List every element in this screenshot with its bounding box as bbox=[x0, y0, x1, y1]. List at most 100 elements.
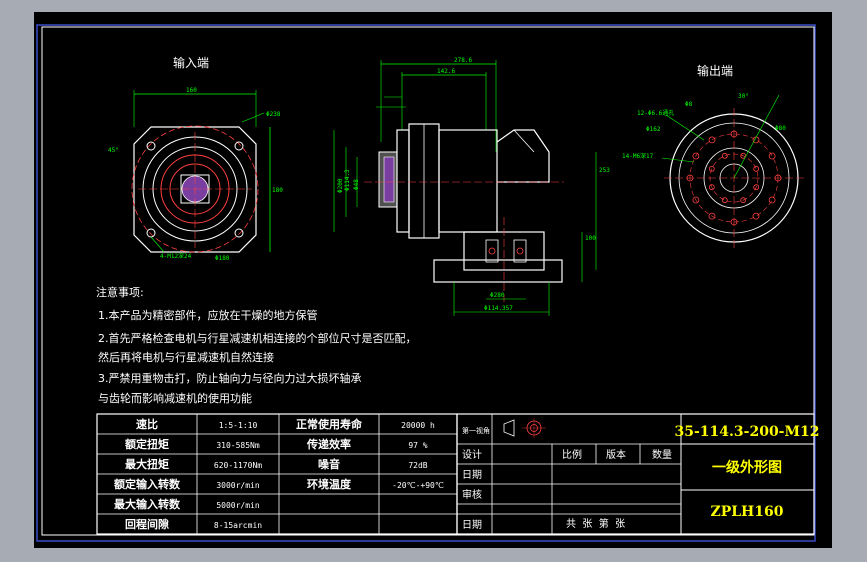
dim-front-mount: 100 bbox=[585, 235, 596, 242]
tapped-hole bbox=[753, 165, 760, 172]
dim-input-angle: 45° bbox=[108, 147, 119, 154]
spec-label-2: 噪音 bbox=[318, 457, 340, 471]
note-line-4: 3.严禁用重物击打，防止轴向力与径向力过大损坏轴承 bbox=[98, 371, 362, 385]
dim-front-base1: Φ280 bbox=[490, 292, 505, 299]
bolt-hole bbox=[752, 212, 760, 220]
dim-front-pcd: Φ200 bbox=[337, 178, 344, 193]
input-end-label: 输入端 bbox=[173, 55, 209, 70]
mount-hole-bl bbox=[146, 228, 156, 238]
tapped-hole bbox=[721, 152, 728, 159]
bolt-hole bbox=[708, 136, 716, 144]
date-label-2: 日期 bbox=[462, 519, 482, 531]
bolt-hole bbox=[730, 130, 738, 138]
dim-input-side: 180 bbox=[272, 187, 283, 194]
spec-label: 额定输入转数 bbox=[114, 477, 181, 491]
dim-output-hole2: 14-M6深17 bbox=[622, 152, 654, 160]
output-bolt-holes bbox=[686, 130, 782, 226]
projection-label: 第一视角 bbox=[462, 426, 490, 435]
spec-label-2: 正常使用寿命 bbox=[296, 417, 363, 431]
drawing-name: 一级外形图 bbox=[712, 459, 782, 476]
mount-hole-tr bbox=[234, 141, 244, 151]
spec-value: 310-585Nm bbox=[216, 441, 260, 450]
bolt-hole bbox=[686, 174, 694, 182]
dim-front-height: 253 bbox=[599, 167, 610, 174]
tapped-hole bbox=[708, 184, 715, 191]
tapped-hole bbox=[753, 184, 760, 191]
spec-value: 5000r/min bbox=[216, 501, 260, 510]
design-label: 设计 bbox=[462, 448, 482, 461]
version-label: 版本 bbox=[606, 448, 626, 461]
input-end-view: 输入端 160 180 Φ238 45° 4-M12深24 Φ180 bbox=[108, 55, 283, 262]
quantity-label: 数量 bbox=[652, 448, 672, 461]
bolt-hole bbox=[768, 152, 776, 160]
bolt-hole bbox=[692, 196, 700, 204]
dim-input-square: Φ238 bbox=[266, 111, 281, 118]
front-flange bbox=[396, 129, 410, 233]
spec-label: 额定扭矩 bbox=[125, 437, 169, 451]
dim-output-hole1: 12-Φ6.6通孔 bbox=[637, 109, 674, 117]
spec-value-2: 72dB bbox=[408, 461, 427, 470]
spec-value: 8-15arcmin bbox=[214, 521, 262, 530]
bolt-hole bbox=[708, 212, 716, 220]
spec-value-2: -20℃-+90℃ bbox=[392, 481, 444, 490]
front-view: 278.6 142.6 Φ200 Φ114.3 Φ48 bbox=[333, 57, 610, 316]
dim-front-half: 142.6 bbox=[437, 68, 455, 75]
note-line-1: 1.本产品为精密部件，应放在干燥的地方保管 bbox=[98, 308, 318, 322]
front-elbow bbox=[496, 129, 550, 183]
title-block: 第一视角 设计 日期 审核 日期 比例 版本 数量 共 张 第 张 35-114… bbox=[456, 413, 820, 535]
mount-hole-br bbox=[234, 228, 244, 238]
note-line-5: 与齿轮而影响减速机的使用功能 bbox=[98, 391, 252, 405]
tapped-hole bbox=[708, 165, 715, 172]
spec-value-2: 97 % bbox=[408, 441, 427, 450]
dim-front-length: 278.6 bbox=[454, 57, 472, 64]
output-end-view: 输出端 30° 12-Φ6.6通孔 Φ8 Φ162 14-M6深17 Φ80 bbox=[622, 63, 804, 248]
review-label: 审核 bbox=[462, 488, 482, 501]
model-number: ZPLH160 bbox=[710, 504, 783, 520]
spec-label: 速比 bbox=[136, 417, 158, 431]
input-pcd-circle bbox=[131, 125, 259, 253]
inner-frame bbox=[41, 26, 815, 536]
spec-value: 3000r/min bbox=[216, 481, 260, 490]
bolt-hole bbox=[730, 218, 738, 226]
note-line-3: 然后再将电机与行星减速机自然连接 bbox=[98, 350, 274, 364]
dim-output-dia: Φ162 bbox=[646, 126, 661, 133]
spec-label: 最大输入转数 bbox=[114, 497, 181, 511]
first-angle-projection-icon bbox=[503, 418, 546, 438]
spec-label: 回程间隙 bbox=[125, 517, 169, 531]
notes: 注意事项: 1.本产品为精密部件，应放在干燥的地方保管 2.首先严格检查电机与行… bbox=[96, 285, 417, 405]
spec-value: 620-1170Nm bbox=[214, 461, 262, 470]
front-base-flange bbox=[433, 259, 563, 283]
drawing-sheet: 输入端 160 180 Φ238 45° 4-M12深24 Φ180 278.6 bbox=[34, 12, 832, 548]
dim-input-hole: 4-M12深24 bbox=[160, 252, 192, 260]
sheets-label: 共 张 第 张 bbox=[566, 517, 625, 530]
bolt-hole bbox=[692, 152, 700, 160]
spec-label-2: 环境温度 bbox=[307, 477, 352, 491]
spec-label-2: 传递效率 bbox=[306, 437, 351, 451]
dim-output-angle: 30° bbox=[738, 93, 749, 100]
dim-output-outer: Φ80 bbox=[775, 125, 786, 132]
scale-label: 比例 bbox=[562, 448, 582, 461]
tapped-hole bbox=[721, 197, 728, 204]
date-label-1: 日期 bbox=[462, 469, 482, 481]
spec-label: 最大扭矩 bbox=[125, 457, 169, 471]
bolt-hole bbox=[774, 174, 782, 182]
mount-hole-tl bbox=[146, 141, 156, 151]
bolt-hole bbox=[768, 196, 776, 204]
outer-frame bbox=[36, 24, 816, 542]
dim-output-pcd: Φ8 bbox=[685, 101, 693, 108]
spec-value: 1:5-1:10 bbox=[219, 421, 258, 430]
dim-input-width: 160 bbox=[186, 87, 197, 94]
cad-drawing: 输入端 160 180 Φ238 45° 4-M12深24 Φ180 278.6 bbox=[36, 24, 820, 542]
front-housing-b bbox=[438, 129, 498, 233]
notes-heading: 注意事项: bbox=[96, 285, 144, 299]
output-end-label: 输出端 bbox=[697, 63, 733, 78]
dim-front-bore: Φ114.3 bbox=[344, 169, 351, 191]
spec-table: 速比 1:5-1:10 正常使用寿命 20000 h 额定扭矩 310-585Nm 传递效率… bbox=[96, 413, 458, 535]
dim-front-shaft: Φ48 bbox=[353, 179, 360, 190]
drawing-number: 35-114.3-200-M12 bbox=[675, 424, 820, 440]
tapped-hole bbox=[740, 197, 747, 204]
spec-value-2: 20000 h bbox=[401, 421, 435, 430]
note-line-2: 2.首先严格检查电机与行星减速机相连接的个部位尺寸是否匹配， bbox=[98, 331, 417, 345]
dim-front-base2: Φ114.357 bbox=[484, 305, 513, 312]
dim-input-pilot: Φ180 bbox=[215, 255, 230, 262]
